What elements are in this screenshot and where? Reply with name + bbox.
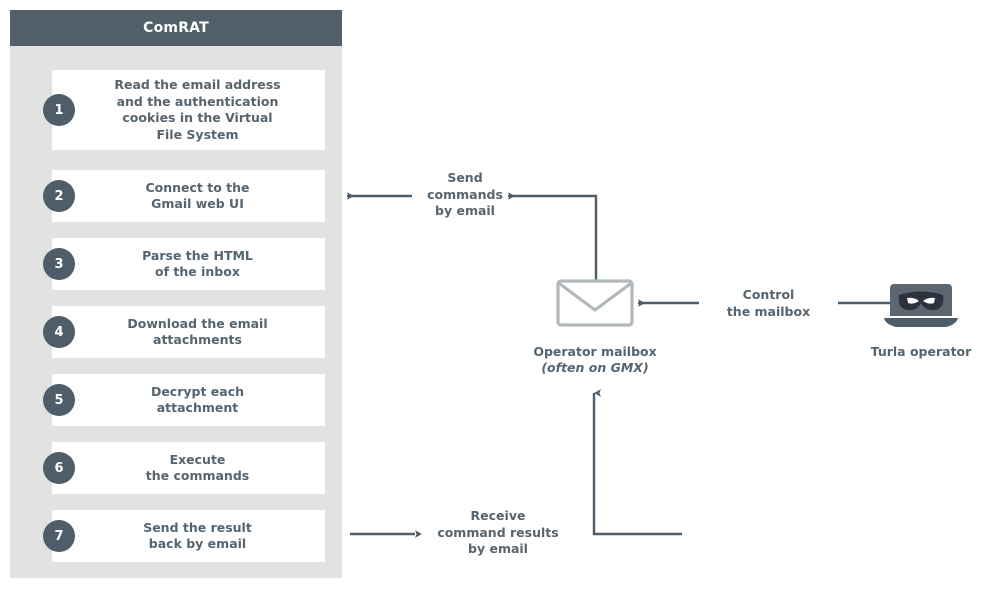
panel-title: ComRAT (10, 10, 342, 46)
laptop-bandit-icon (882, 280, 960, 330)
step-label: Decrypt each attachment (150, 383, 245, 416)
operator-mailbox-sublabel: (often on GMX) (541, 360, 649, 375)
operator-mailbox-caption: Operator mailbox (often on GMX) (485, 344, 705, 376)
step-number-badge: 4 (43, 316, 75, 348)
step-card[interactable]: Download the email attachments (52, 306, 325, 358)
step-number-badge: 1 (43, 94, 75, 126)
step-number-badge: 5 (43, 384, 75, 416)
step-number-badge: 3 (43, 248, 75, 280)
step-number-badge: 6 (43, 452, 75, 484)
step-label: Connect to the Gmail web UI (145, 179, 250, 212)
flow-label-receive-results: Receive command results by email (437, 508, 559, 556)
operator-mailbox-label: Operator mailbox (533, 344, 657, 359)
step-number-badge: 7 (43, 520, 75, 552)
step-label: Execute the commands (145, 451, 250, 484)
step-number-badge: 2 (43, 180, 75, 212)
step-label: Download the email attachments (127, 315, 268, 348)
flow-label-control-mailbox: Control the mailbox (726, 287, 811, 319)
turla-operator-caption: Turla operator (811, 344, 993, 360)
step-card[interactable]: Connect to the Gmail web UI (52, 170, 325, 222)
turla-operator-label: Turla operator (870, 344, 972, 359)
flow-label-send-commands: Send commands by email (427, 170, 503, 218)
comrat-panel: ComRAT Read the email address and the au… (10, 10, 342, 578)
arrow-receive-elbow (592, 389, 682, 536)
step-label: Read the email address and the authentic… (114, 77, 281, 142)
step-card[interactable]: Execute the commands (52, 442, 325, 494)
step-card[interactable]: Read the email address and the authentic… (52, 70, 325, 150)
diagram-area: Send commands by email Control the mailb… (342, 0, 993, 600)
envelope-icon (556, 279, 634, 327)
arrow-send-commands-elbow (508, 192, 598, 281)
connector-layer (347, 192, 906, 538)
step-card[interactable]: Decrypt each attachment (52, 374, 325, 426)
step-card[interactable]: Send the result back by email (52, 510, 325, 562)
step-label: Send the result back by email (143, 519, 252, 552)
step-label: Parse the HTML of the inbox (142, 247, 253, 280)
step-card[interactable]: Parse the HTML of the inbox (52, 238, 325, 290)
